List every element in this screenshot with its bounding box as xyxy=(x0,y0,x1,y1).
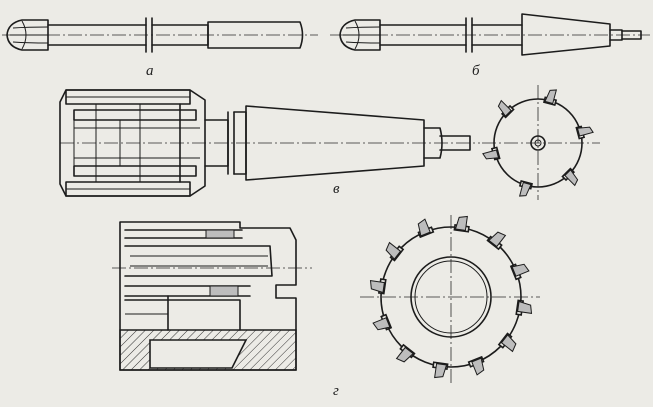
label-a: а xyxy=(146,63,154,79)
reamer-g xyxy=(112,221,312,371)
reamer-a xyxy=(2,17,318,53)
blade-insert xyxy=(482,146,501,161)
label-b: б xyxy=(472,63,480,79)
blade-insert xyxy=(542,89,558,107)
blade-insert xyxy=(453,215,470,233)
blade-insert xyxy=(372,313,393,331)
reamer-v-end-view xyxy=(482,85,600,200)
blade-insert xyxy=(385,241,405,262)
blade-insert xyxy=(497,99,515,119)
reamer-v xyxy=(59,89,480,197)
blade-insert xyxy=(369,278,387,295)
blade-insert xyxy=(417,218,435,239)
blade-insert xyxy=(486,231,507,251)
label-v: в xyxy=(333,181,340,197)
blade-insert xyxy=(575,125,594,140)
blade-insert xyxy=(497,332,517,353)
blade-insert xyxy=(518,179,534,197)
blade-insert xyxy=(467,355,485,376)
blade-insert xyxy=(432,361,449,379)
reamer-b xyxy=(330,13,650,56)
blade-insert xyxy=(395,343,416,363)
blade-insert xyxy=(561,167,579,187)
reamer-g-end-view xyxy=(360,215,540,385)
label-g: г xyxy=(333,383,339,399)
blade-insert xyxy=(515,299,533,316)
blade-insert xyxy=(509,263,530,281)
